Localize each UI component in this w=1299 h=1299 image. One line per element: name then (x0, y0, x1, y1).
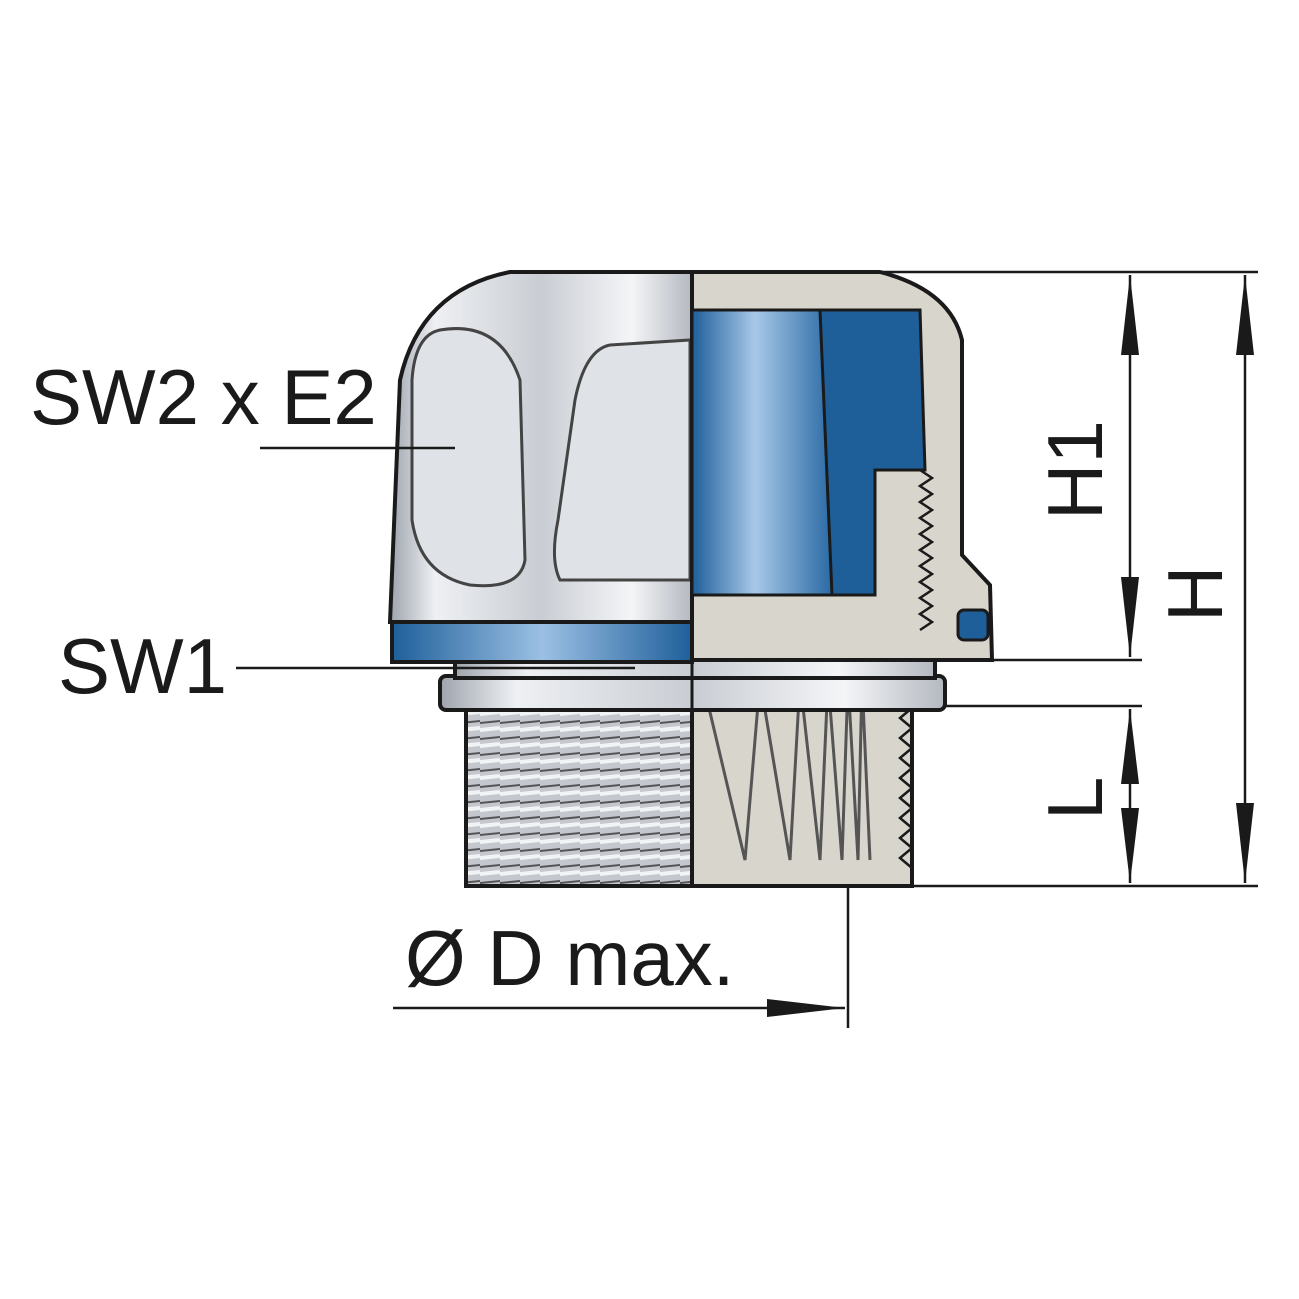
h-dimension-arrow (1236, 275, 1254, 883)
label-d-max: Ø D max. (405, 914, 734, 1002)
thread-section (690, 706, 914, 888)
label-h: H (1151, 566, 1239, 622)
thread-teeth (898, 707, 914, 869)
blue-oring (956, 608, 990, 642)
blue-insert (690, 308, 834, 597)
blue-seal-section (818, 308, 927, 597)
inner-thread (917, 468, 935, 632)
label-l: L (1031, 777, 1119, 820)
d-max-arrowhead (767, 999, 845, 1017)
cap-grip-recess-1 (410, 327, 527, 588)
label-sw2-e2: SW2 x E2 (30, 353, 377, 441)
blue-seal-band (390, 620, 694, 664)
label-sw1: SW1 (58, 622, 227, 710)
l-dimension-arrow (1121, 709, 1139, 883)
h1-dimension-arrow (1121, 275, 1139, 657)
label-h1: H1 (1031, 420, 1119, 520)
thread-exterior (464, 706, 694, 888)
cap-grip-recess-2 (553, 338, 692, 582)
